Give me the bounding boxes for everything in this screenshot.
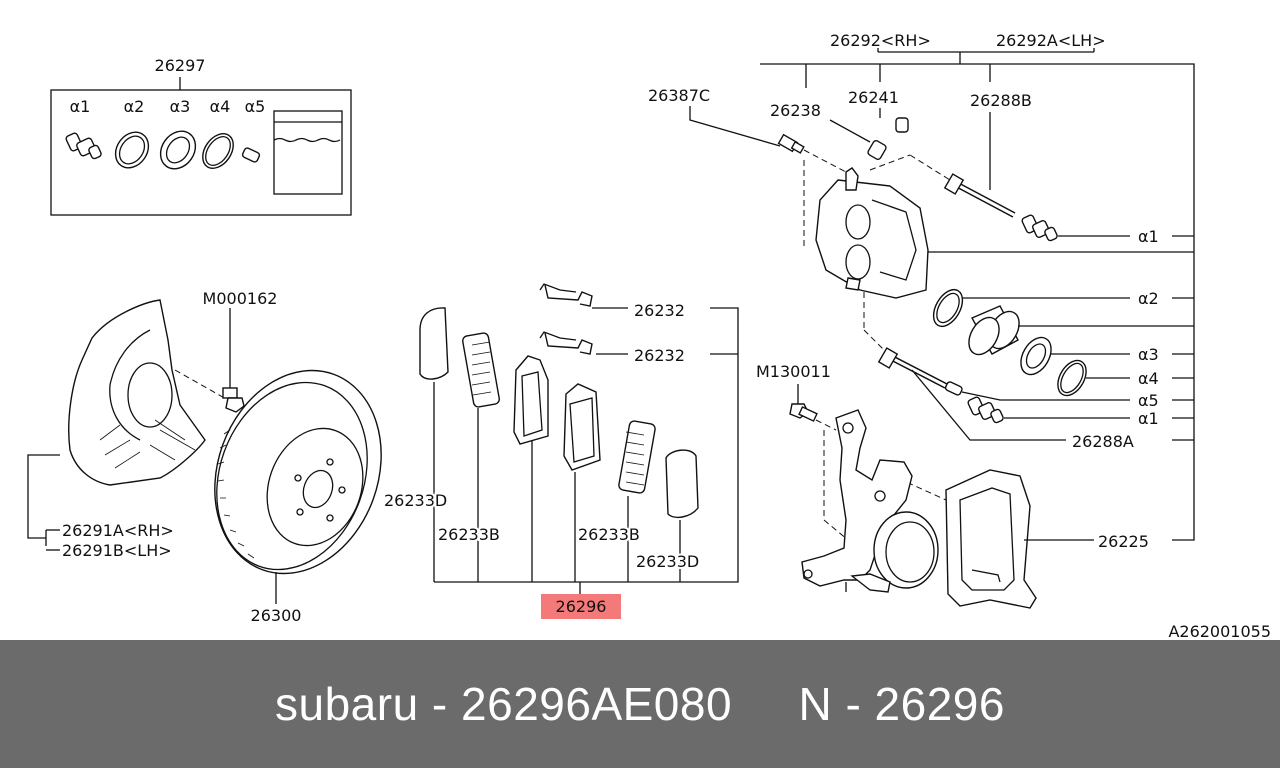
label-26387C: 26387C [648, 86, 710, 105]
kit-item-a1: α1 [70, 97, 91, 116]
label-26296[interactable]: 26296 [556, 597, 607, 616]
label-26292-rh: 26292<RH> [830, 31, 931, 50]
label-26233B-left: 26233B [438, 525, 500, 544]
guide-pin-26288B [943, 173, 1016, 218]
kit-item-a4: α4 [210, 97, 231, 116]
label-26233D-right: 26233D [636, 552, 699, 571]
label-M000162: M000162 [203, 289, 278, 308]
bleeder-screw [777, 133, 805, 154]
brake-pads [419, 307, 699, 519]
label-26241: 26241 [848, 88, 899, 107]
label-26232-top: 26232 [634, 301, 685, 320]
label-26232-bottom: 26232 [634, 346, 685, 365]
kit-item-a2: α2 [124, 97, 145, 116]
parts-diagram: 26297 α1 α2 α3 α4 α5 [27, 31, 1271, 641]
piston-boot [1020, 336, 1052, 376]
piston [968, 305, 1020, 356]
label-alpha5: α5 [1138, 391, 1159, 410]
caliper-support-26225 [945, 469, 1037, 609]
label-alpha2: α2 [1138, 289, 1159, 308]
highlight-26296 [541, 594, 621, 619]
caliper-body [815, 167, 929, 299]
boot-a1-bottom [967, 396, 1004, 424]
piston-seal [932, 288, 964, 328]
bolt-m000162 [174, 308, 245, 413]
label-26292A-lh: 26292A<LH> [996, 31, 1106, 50]
kit-label-26297: 26297 [155, 56, 206, 75]
brake-assembly-drawing: 26297 α1 α2 α3 α4 α5 [27, 31, 1271, 641]
label-26300: 26300 [251, 606, 302, 625]
boot-icon [65, 132, 102, 160]
label-alpha4: α4 [1138, 369, 1159, 388]
label-26233B-right: 26233B [578, 525, 640, 544]
pad-clips [539, 283, 593, 355]
kit-item-a5: α5 [245, 97, 266, 116]
bushing-a5 [944, 381, 963, 396]
boot-a1-top [1021, 214, 1058, 242]
label-26225: 26225 [1098, 532, 1149, 551]
bleeder-cap [867, 117, 909, 161]
splash-shield [68, 299, 206, 486]
label-26233D-left: 26233D [384, 491, 447, 510]
bolt-m130011 [789, 403, 818, 422]
label-26291B: 26291B<LH> [62, 541, 172, 560]
brake-disc [214, 369, 382, 575]
ring-icon [202, 133, 234, 169]
part-number-caption: subaru - 26296AE080 N - 26296 [275, 678, 1005, 730]
steering-knuckle [801, 409, 939, 593]
grease-packet-icon [273, 110, 343, 195]
footer-bar: subaru - 26296AE080 N - 26296 [0, 640, 1280, 768]
label-26238: 26238 [770, 101, 821, 120]
repair-kit-box: 26297 α1 α2 α3 α4 α5 [50, 56, 352, 216]
retaining-ring [1057, 359, 1087, 397]
diagram-code: A262001055 [1168, 622, 1271, 640]
label-M130011: M130011 [756, 362, 831, 381]
label-26291A: 26291A<RH> [62, 521, 174, 540]
label-alpha1-bottom: α1 [1138, 409, 1159, 428]
guide-pin-26288A [877, 347, 948, 389]
label-alpha3: α3 [1138, 345, 1159, 364]
seal-ring-icon [114, 131, 150, 169]
label-26288A: 26288A [1072, 432, 1134, 451]
bushing-icon [241, 147, 261, 163]
dust-boot-icon [159, 130, 197, 170]
kit-item-a3: α3 [170, 97, 191, 116]
label-26288B: 26288B [970, 91, 1032, 110]
label-alpha1-top: α1 [1138, 227, 1159, 246]
